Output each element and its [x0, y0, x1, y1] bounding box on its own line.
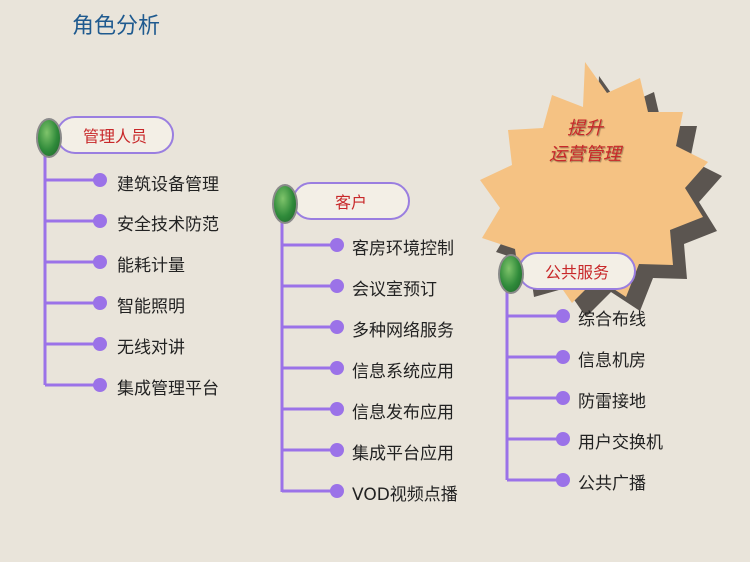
- list-item: 公共广播: [578, 474, 646, 494]
- list-item: 能耗计量: [117, 256, 185, 276]
- bullet-dot: [330, 279, 344, 293]
- bullet-dot: [93, 337, 107, 351]
- list-item: 会议室预订: [352, 280, 437, 300]
- list-item: 建筑设备管理: [117, 175, 219, 195]
- burst-line-2: 运营管理: [549, 144, 621, 165]
- bullet-dot: [556, 309, 570, 323]
- leaf-icon: [272, 184, 298, 224]
- list-item: 信息机房: [578, 351, 646, 371]
- bullet-dot: [556, 473, 570, 487]
- bullet-dot: [93, 296, 107, 310]
- list-item: 信息系统应用: [352, 362, 454, 382]
- bullet-dot: [556, 391, 570, 405]
- bullet-dot: [330, 361, 344, 375]
- list-item: 防雷接地: [578, 392, 646, 412]
- burst-line-1: 提升: [567, 118, 603, 139]
- list-item: 多种网络服务: [352, 321, 454, 341]
- list-item: 集成平台应用: [352, 444, 454, 464]
- list-item: 客房环境控制: [352, 239, 454, 259]
- bullet-dot: [330, 238, 344, 252]
- group-label-managers: 管理人员: [56, 116, 174, 154]
- bullet-dot: [330, 320, 344, 334]
- list-item: 信息发布应用: [352, 403, 454, 423]
- bullet-dot: [93, 173, 107, 187]
- bullet-dot: [330, 484, 344, 498]
- leaf-icon: [498, 254, 524, 294]
- burst-label: 提升 运营管理: [530, 116, 640, 168]
- bullet-dot: [93, 255, 107, 269]
- leaf-icon: [36, 118, 62, 158]
- bullet-dot: [330, 443, 344, 457]
- group-label-customers: 客户: [292, 182, 410, 220]
- list-item: 智能照明: [117, 297, 185, 317]
- bullet-dot: [556, 350, 570, 364]
- bullet-dot: [93, 378, 107, 392]
- group-label-public-services: 公共服务: [518, 252, 636, 290]
- list-item: 集成管理平台: [117, 379, 219, 399]
- bullet-dot: [330, 402, 344, 416]
- list-item: 用户交换机: [578, 433, 663, 453]
- list-item: 综合布线: [578, 310, 646, 330]
- list-item: VOD视频点播: [352, 485, 458, 505]
- bullet-dot: [93, 214, 107, 228]
- list-item: 无线对讲: [117, 338, 185, 358]
- page-title: 角色分析: [72, 14, 161, 39]
- list-item: 安全技术防范: [117, 215, 219, 235]
- bullet-dot: [556, 432, 570, 446]
